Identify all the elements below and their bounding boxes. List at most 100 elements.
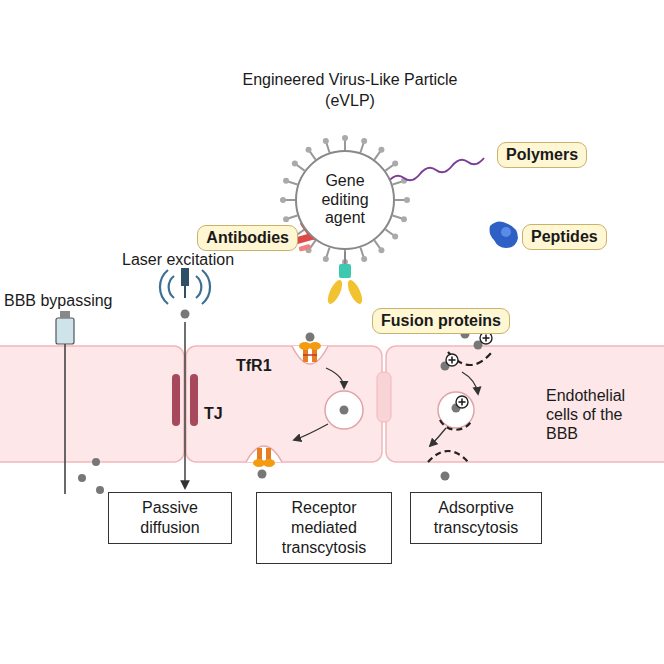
receptor-pathway: [258, 470, 267, 479]
ligand-tag: Polymers: [497, 142, 587, 168]
tfr1-receptor: [266, 448, 271, 460]
ligand-tag: Peptides: [522, 224, 607, 250]
adsorptive-pathway: [462, 372, 478, 394]
ligand-tag: Antibodies: [197, 225, 298, 251]
adsorptive-pathway: [441, 472, 450, 481]
endothelial-layer: [0, 346, 184, 462]
needle-icon: [96, 486, 104, 494]
endothelial-layer: [0, 346, 664, 462]
tfr1-receptor: [309, 342, 321, 350]
adsorptive-pathway: [428, 330, 492, 481]
tfr1-receptor: [253, 448, 275, 467]
laser-icon: [169, 276, 174, 298]
fusion-protein-icon: [325, 278, 345, 306]
laser-icon: [202, 270, 210, 304]
capsid-spikes: [280, 197, 286, 203]
adsorptive-pathway: [430, 428, 446, 446]
positive-charges: [485, 335, 487, 342]
receptor-pathway: [325, 391, 363, 429]
particle-core: Gene editing agent: [295, 150, 395, 250]
capsid-spikes: [323, 256, 329, 262]
laser-icon: [184, 286, 186, 298]
capsid-spikes: [361, 256, 367, 262]
capsid-spikes: [326, 143, 329, 153]
tight-junction: [172, 374, 180, 426]
node-text: Gene editing agent: [308, 172, 382, 227]
laser-icon: [184, 322, 185, 488]
peptide-icon: [490, 221, 519, 248]
positive-charges: [451, 357, 453, 364]
laser-icon: [181, 268, 189, 286]
capsid-spikes: [393, 215, 403, 218]
endothelial-layer: [377, 372, 391, 422]
pathway-box: Adsorptive transcytosis: [410, 492, 542, 544]
polymer-chain: [388, 158, 484, 182]
needle-icon: [56, 311, 104, 494]
annotation: Endothelial cells of the BBB: [546, 386, 654, 444]
node-text: Antibodies: [206, 229, 289, 247]
capsid-spikes: [374, 151, 380, 159]
tfr1-receptor: [257, 448, 262, 460]
capsid-spikes: [361, 138, 367, 144]
node-text: Fusion proteins: [381, 312, 501, 330]
fusion-protein-icon: [339, 264, 351, 278]
annotation: Laser excitation: [122, 250, 234, 269]
receptor-pathway: [294, 424, 328, 440]
capsid-spikes: [292, 161, 298, 167]
needle-icon: [56, 318, 74, 344]
laser-icon: [160, 270, 168, 304]
receptor-pathway: [246, 333, 363, 479]
capsid-spikes: [378, 247, 384, 253]
adsorptive-pathway: [428, 451, 468, 462]
positive-charges: [446, 354, 458, 366]
receptor-name: TfR1: [236, 356, 272, 375]
receptor-pathway: [292, 346, 328, 364]
positive-charges: [461, 399, 463, 406]
capsid-spikes: [385, 165, 393, 171]
capsid-spikes: [392, 161, 398, 167]
capsid-spikes: [401, 216, 407, 222]
node-text: Passive diffusion: [117, 498, 223, 538]
node-text: Adsorptive transcytosis: [419, 498, 533, 538]
capsid-spikes: [342, 135, 348, 141]
capsid-spikes: [395, 199, 405, 201]
fusion-protein-icon: [345, 278, 365, 306]
receptor-pathway: [340, 406, 349, 415]
capsid-spikes: [326, 248, 329, 258]
capsid-spikes: [283, 178, 289, 184]
receptor-pathway: [326, 368, 344, 388]
capsid-spikes: [378, 147, 384, 153]
capsid-spikes: [393, 181, 403, 184]
capsid-spikes: [404, 197, 410, 203]
endothelial-layer: [186, 346, 382, 462]
adsorptive-pathway: [438, 392, 474, 428]
capsid-spikes: [323, 138, 329, 144]
laser-icon: [196, 276, 201, 298]
node-text: Peptides: [531, 228, 598, 246]
capsid-spikes: [360, 248, 363, 258]
capsid-spikes: [385, 229, 393, 235]
receptor-pathway: [246, 446, 282, 462]
pathway-box: Receptor mediated transcytosis: [256, 492, 392, 564]
peptide-icon: [501, 227, 511, 237]
capsid-spikes: [285, 199, 295, 201]
tfr1-receptor: [263, 459, 275, 467]
capsid-spikes: [392, 233, 398, 239]
needle-icon: [64, 344, 66, 494]
capsid-spikes: [310, 151, 316, 159]
capsid-spikes: [360, 143, 363, 153]
needle-icon: [60, 311, 70, 318]
tight-junction: [190, 374, 198, 426]
capsid-spikes: [283, 216, 289, 222]
capsid-spikes: [280, 135, 410, 265]
pathway-box: Passive diffusion: [108, 492, 232, 544]
junction-name: TJ: [204, 404, 223, 423]
capsid-spikes: [374, 240, 380, 248]
tfr1-receptor: [303, 354, 317, 356]
positive-charges: [446, 321, 492, 408]
capsid-spikes: [344, 140, 346, 150]
polymer-chain: [388, 158, 484, 182]
capsid-spikes: [288, 181, 298, 184]
positive-charges: [456, 396, 468, 408]
fusion-protein-icon: [325, 252, 365, 306]
